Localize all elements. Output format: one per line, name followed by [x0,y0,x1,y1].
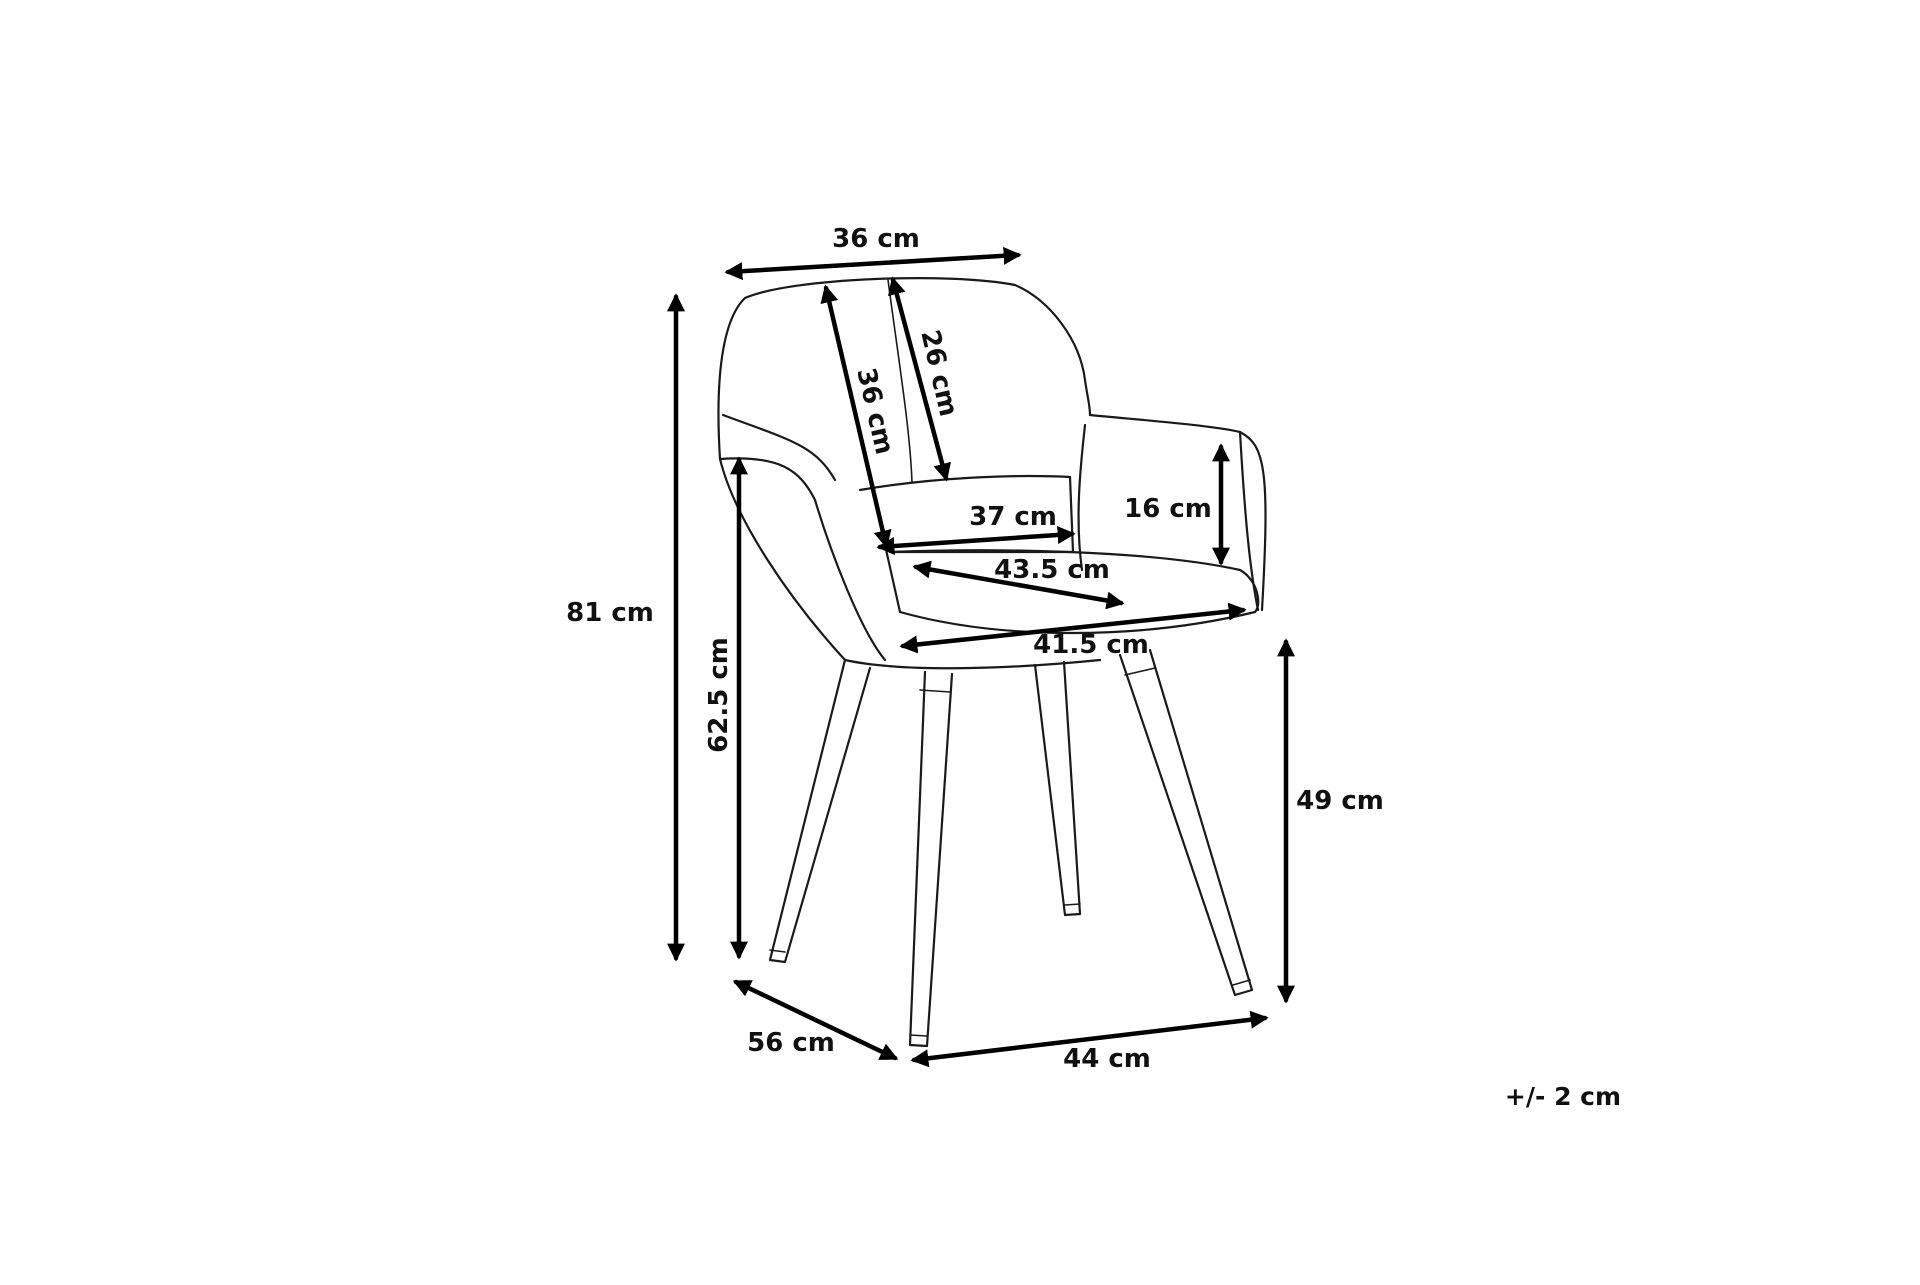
armrest-floor-height-label: 62.5 cm [704,637,734,753]
seat-depth-arrow [912,560,1125,610]
backrest-width-arrow [876,525,1076,556]
seat-width-label: 41.5 cm [1033,630,1149,660]
dimension-arrows [667,246,1295,1068]
top-width-label: 36 cm [832,224,920,254]
tolerance-label: +/- 2 cm [1505,1082,1621,1111]
depth-arrow [732,979,899,1061]
seat-depth-label: 43.5 cm [994,555,1110,585]
seat-height-label: 49 cm [1296,786,1384,816]
depth-label: 56 cm [747,1028,835,1058]
total-height-label: 81 cm [566,598,654,628]
width-arrow [910,1010,1269,1068]
top-width-arrow [724,246,1022,281]
backrest-height-arrow [888,276,951,482]
width-label: 44 cm [1063,1044,1151,1074]
backrest-inner-height-label: 36 cm [850,365,899,457]
backrest-inner-height-arrow [820,284,892,549]
backrest-height-label: 26 cm [914,327,963,419]
seat-width-arrow [899,602,1247,654]
dimension-labels: 36 cm 36 cm 26 cm 16 cm 37 cm 43.5 cm 41… [566,224,1621,1111]
chair-outline [717,277,1267,1048]
armrest-height-label: 16 cm [1124,494,1212,524]
backrest-width-label: 37 cm [969,502,1057,532]
